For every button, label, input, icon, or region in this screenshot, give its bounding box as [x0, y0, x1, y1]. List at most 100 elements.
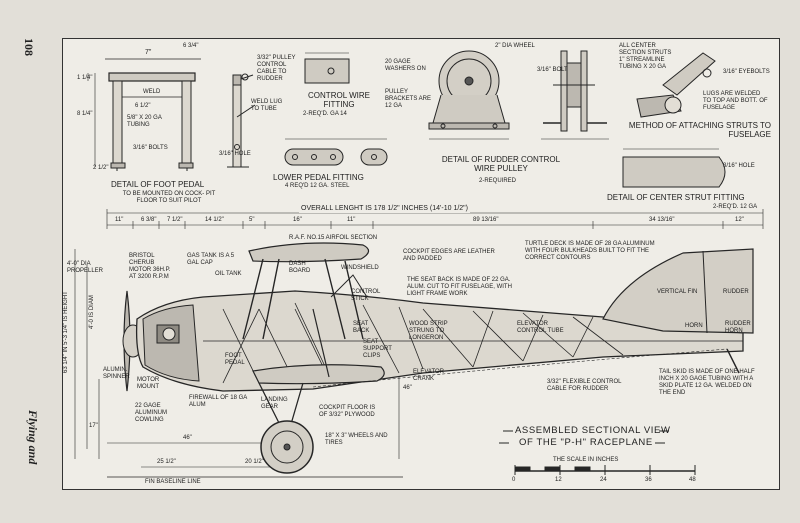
pulley-sub: 2-REQUIRED — [479, 178, 517, 184]
turtle-deck-label: TURTLE DECK IS MADE OF 28 GA ALUMINUM WI… — [525, 241, 655, 261]
windshield-label: WINDSHIELD — [341, 265, 379, 271]
elevator-crank-label: ELEVATOR CRANK — [413, 369, 445, 382]
dim-d10: 12" — [735, 217, 744, 223]
center-strut-note: ALL CENTER SECTION STRUTS 1" STREAMLINE … — [619, 43, 672, 70]
oil-tank-label: OIL TANK — [215, 271, 242, 277]
dim-d1: 11" — [115, 217, 124, 223]
vertical-fin-label: VERTICAL FIN — [657, 289, 698, 295]
dim-d9: 34 13/16" — [649, 217, 675, 223]
rudder-label: RUDDER — [723, 289, 749, 295]
dim-d4: 14 1/2" — [205, 217, 224, 223]
foot-pedal-weld: WELD — [143, 89, 161, 95]
dim-d3: 7 1/2" — [167, 217, 183, 223]
scale-label: THE SCALE IN INCHES — [553, 457, 619, 463]
center-strut-hole: 3/16" HOLE — [723, 163, 755, 169]
dim-d6: 16" — [293, 217, 302, 223]
dim-d7: 11" — [347, 217, 356, 223]
dim-h7: 20 1/2" — [245, 459, 264, 465]
cockpit-edges-label: COCKPIT EDGES ARE LEATHER AND PADDED — [403, 249, 495, 262]
foot-pedal-bolts: 3/16" BOLTS — [133, 145, 168, 151]
drawing-subtitle: OF THE "P-H" RACEPLANE — [519, 437, 653, 448]
seat-clips-label: SEAT SUPPORT CLIPS — [363, 339, 392, 359]
lower-pedal-fitting-sub: 4 REQ'D 12 GA. STEEL — [285, 183, 350, 189]
seat-back-note: THE SEAT BACK IS MADE OF 22 GA. ALUM. CU… — [407, 277, 512, 297]
foot-pedal-caption: DETAIL OF FOOT PEDAL — [111, 180, 205, 189]
landing-gear-label: LANDING GEAR — [261, 397, 288, 410]
elevator-tube-label: ELEVATOR CONTROL TUBE — [517, 321, 564, 334]
overall-length: OVERALL LENGHT IS 178 1/2" INCHES (14'-1… — [299, 205, 470, 213]
lower-pedal-fitting-title: LOWER PEDAL FITTING — [273, 173, 364, 182]
dim-h8: 46" — [403, 385, 412, 391]
title-block — [499, 430, 669, 444]
pulley-washers-note: 20 GAGE WASHERS ON — [385, 59, 426, 72]
dim-h4: 17" — [89, 423, 98, 429]
pulley-bolt: 3/16" BOLT — [537, 67, 568, 73]
scale-bar — [514, 465, 696, 475]
pulley-brackets-note: PULLEY BRACKETS ARE 12 GA — [385, 89, 432, 109]
foot-pedal-tubing: 5/8" X 20 GA TUBING — [127, 115, 162, 128]
pulley-title: DETAIL OF RUDDER CONTROL WIRE PULLEY — [441, 155, 561, 173]
weld-lug-note: WELD LUG TO TUBE — [251, 99, 283, 112]
control-wire-fitting-title: CONTROL WIRE FITTING — [308, 91, 370, 109]
horn-label: HORN — [685, 323, 703, 329]
dim-height: 63 1/4" IN 5'-3 1/4" IS HEIGHT — [63, 291, 69, 373]
wood-strip-label: WOOD STRIP STRUNG TO LONGERON — [409, 321, 448, 341]
foot-pedal-width: 7" — [145, 49, 152, 56]
foot-pedal-inner: 6 1/2" — [135, 103, 151, 109]
foot-pedal-label: FOOT PEDAL — [225, 353, 245, 366]
foot-pedal-detail — [87, 58, 256, 171]
foot-pedal-note: TO BE MOUNTED ON COCK- PIT FLOOR TO SUIT… — [122, 191, 216, 204]
engine-label: BRISTOL CHERUB MOTOR 36H.P. AT 3200 R.P.… — [129, 253, 171, 280]
control-wire-fitting-sub: 2-REQ'D. GA 14 — [303, 111, 347, 117]
foot-pedal-small: 2 1/2" — [93, 165, 109, 171]
dash-board-label: DASH BOARD — [289, 261, 311, 274]
magazine-name: Flying and — [26, 410, 40, 465]
baseline-label: FIN BASELINE LINE — [145, 479, 201, 485]
foot-pedal-hole: 3/16" HOLE — [219, 151, 251, 157]
scale-tick: 0 — [512, 477, 516, 483]
dim-h6: 25 1/2" — [157, 459, 176, 465]
tail-skid-label: TAIL SKID IS MADE OF ONE HALF INCH X 20 … — [659, 369, 755, 396]
raceplane-side-view — [122, 242, 754, 474]
scale-tick: 12 — [555, 477, 562, 483]
flex-cable-label: 3/32" FLEXIBLE CONTROL CABLE FOR RUDDER — [547, 379, 622, 392]
page-number: 108 — [22, 38, 36, 56]
scale-tick: 48 — [689, 477, 696, 483]
raceplane-drawing — [74, 50, 764, 478]
control-stick-label: CONTROL STICK — [351, 289, 381, 302]
wheels-label: 18" X 3" WHEELS AND TIRES — [325, 433, 388, 446]
foot-pedal-top: 1 1/4" — [77, 75, 93, 81]
scale-tick: 36 — [645, 477, 652, 483]
control-wire-fitting — [284, 52, 388, 166]
airfoil-label: R.A.F. NO.15 AIRFOIL SECTION — [289, 235, 378, 241]
drawing-title: ASSEMBLED SECTIONAL VIEW — [515, 425, 671, 436]
firewall-label: FIREWALL OF 18 GA ALUM — [189, 395, 247, 408]
dim-d5: 5" — [249, 217, 255, 223]
center-strut-detail — [622, 52, 726, 188]
center-strut-title: DETAIL OF CENTER STRUT FITTING — [607, 193, 745, 202]
gas-tank-label: GAS TANK IS A 5 GAL CAP — [187, 253, 235, 266]
dim-propeller: 4'-0" DIA PROPELLER — [67, 261, 104, 274]
center-strut-method: METHOD OF ATTACHING STRUTS TO FUSELAGE — [628, 121, 771, 139]
seat-back-label: SEAT BACK — [353, 321, 370, 334]
foot-pedal-gap: 6 3/4" — [183, 43, 199, 49]
center-strut-lugs-note: LUGS ARE WELDED TO TOP AND BOTT. OF FUSE… — [703, 91, 768, 111]
dim-d2: 6 3/8" — [141, 217, 157, 223]
rudder-horn-label: RUDDER HORN — [725, 321, 751, 334]
cockpit-floor-label: COCKPIT FLOOR IS OF 3/32" PLYWOOD — [319, 405, 376, 418]
dim-diameter: 4'-0 IS DIAM — [89, 295, 95, 329]
scale-tick: 24 — [600, 477, 607, 483]
blueprint-sheet: 7" 6 1/2" 8 1/4" 1 1/4" 2 1/2" 6 3/4" WE… — [62, 38, 780, 490]
pulley-wheel-note: 2" DIA WHEEL — [495, 43, 535, 49]
dim-d8: 89 13/16" — [473, 217, 499, 223]
center-strut-eyebolts: 3/16" EYEBOLTS — [723, 69, 770, 75]
dim-h5: 46" — [183, 435, 192, 441]
cowling-label: 22 GAGE ALUMINUM COWLING — [135, 403, 168, 423]
pulley-cable-note: 3/32" PULLEY CONTROL CABLE TO RUDDER — [257, 55, 296, 82]
spinner-label: ALUMIN. SPINNER — [103, 367, 130, 380]
center-strut-sub: 2-REQ'D. 12 GA — [713, 204, 758, 210]
pulley-detail — [428, 50, 609, 140]
foot-pedal-height: 8 1/4" — [77, 111, 93, 117]
motor-mount-label: MOTOR MOUNT — [137, 377, 160, 390]
